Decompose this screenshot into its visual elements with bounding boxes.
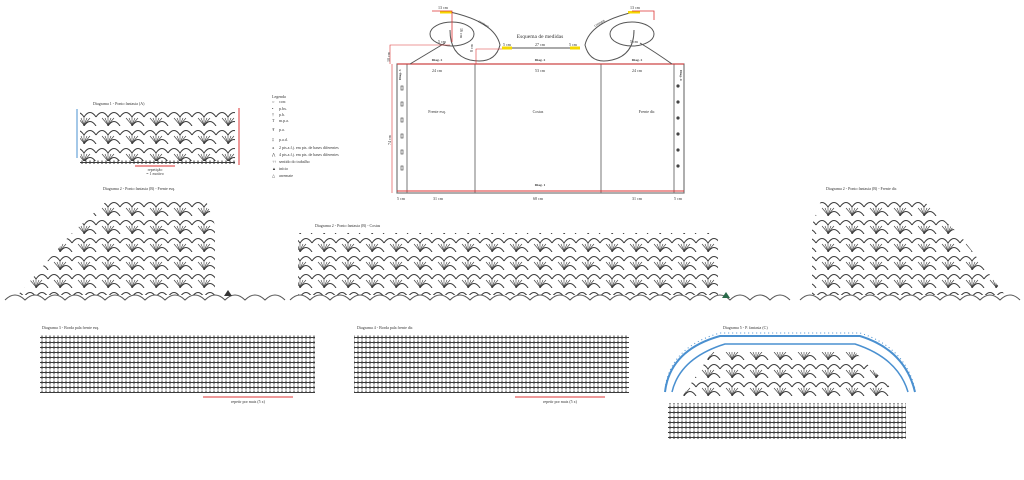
label-band-right: 5 cm <box>674 196 683 201</box>
diagram-1-title: Diagrama 1 - Ponto fantasia (A) <box>93 101 145 106</box>
diagram-4: Diagrama 4 - Borda pala frente dir. repe… <box>354 325 629 404</box>
start-icon <box>224 290 232 296</box>
label-height: 74 cm <box>387 134 392 145</box>
label-sleeve: 8 cm <box>469 43 474 52</box>
label-bottom-mid: 68 cm <box>533 196 544 201</box>
legend-item-label: corr. <box>279 99 286 104</box>
diagram-1-repeat-sub: = 1 motivo <box>146 171 164 176</box>
panel-back: Costas <box>533 109 544 114</box>
measurement-schematic: Esquema de medidas 13 cm 13 cm 5 cm 27 c… <box>386 5 685 201</box>
diagram-2-back: Diagrama 2 - Ponto fantasia (B) - Costas <box>289 223 791 301</box>
diagram-2-front-left: Diagrama 2 - Ponto fantasia (B) - Frente… <box>4 186 286 301</box>
legend-symbol-icon: ▲ <box>272 166 276 171</box>
diagram-4-title: Diagrama 4 - Borda pala frente dir. <box>357 325 413 330</box>
label-shoulder-right: 13 cm <box>630 5 641 10</box>
tag-diag-band-left: Diag. 3 <box>398 69 402 80</box>
buttonhole-icons <box>400 85 404 171</box>
button-icons <box>676 84 680 168</box>
legend-symbol-icon: T <box>272 118 275 123</box>
label-yoke: 10 cm <box>386 51 391 62</box>
legend-symbol-icon: † <box>272 112 274 117</box>
label-neck-width: 27 cm <box>535 42 546 47</box>
legend-item-label: p.bx. <box>279 106 287 111</box>
legend-item-label: p.a. <box>279 127 285 132</box>
legend-item-label: início <box>279 166 288 171</box>
tag-diag-left: Diag. 2 <box>432 58 443 62</box>
label-top-right: 24 cm <box>632 68 643 73</box>
legend-item-label: p.a.d. <box>279 137 288 142</box>
diagram-5-title: Diagrama 5 - P. fantasia (C) <box>723 325 768 330</box>
label-armhole: 16 cm <box>459 28 464 39</box>
tag-diag-right: Diag. 2 <box>632 58 643 62</box>
schematic-title: Esquema de medidas <box>517 34 563 40</box>
label-bottom-right: 31 cm <box>632 196 643 201</box>
legend-item-label: m.p.a. <box>279 118 289 123</box>
diagram-2-front-right: Diagrama 2 - Ponto fantasia (B) - Frente… <box>799 186 1021 301</box>
label-neck-right: 5 cm <box>569 42 578 47</box>
label-bottom-left: 31 cm <box>433 196 444 201</box>
diagram-2-back-title: Diagrama 2 - Ponto fantasia (B) - Costas <box>315 223 381 228</box>
legend-symbol-icon: ⋀ <box>271 152 276 157</box>
label-seam-right: costura <box>593 18 606 28</box>
tag-diag-bottom: Diag. 1 <box>535 183 546 187</box>
legend-item-label: 2 pts.a.f.j. em pts. de bases diferentes <box>279 145 339 150</box>
diagram-2-left-title: Diagrama 2 - Ponto fantasia (B) - Frente… <box>103 186 175 191</box>
label-shoulder-left: 13 cm <box>438 5 449 10</box>
legend-symbol-icon: Ŧ <box>272 127 275 132</box>
label-left-5cm: 5 cm <box>438 39 447 44</box>
legend-symbol-icon: • <box>272 106 274 111</box>
panel-front-right: Frente dir. <box>639 109 655 114</box>
legend-item-label: 4 pts.a.f.j. em pts. de bases diferentes <box>279 152 339 157</box>
tag-diag-band-right: Diag. 4 <box>679 70 683 81</box>
legend-symbol-icon: △ <box>272 173 276 178</box>
legend-symbol-icon: ○ <box>272 99 275 104</box>
label-band-left: 5 cm <box>397 196 406 201</box>
legend-item-label: p.b. <box>279 112 285 117</box>
legend-item-label: sentido do trabalho <box>279 159 310 164</box>
start-icon <box>722 292 730 298</box>
label-top-left: 24 cm <box>432 68 443 73</box>
diagram-2-right-title: Diagrama 2 - Ponto fantasia (B) - Frente… <box>826 186 897 191</box>
diagram-4-repeat: repetir por mais (5 x) <box>543 399 578 404</box>
diagram-3-title: Diagrama 3 - Borda pala frente esq. <box>42 325 99 330</box>
legend-title: Legenda <box>272 94 286 99</box>
label-seam-left: costura <box>478 19 491 29</box>
label-right-5cm: 5 cm <box>630 39 639 44</box>
panel-front-left: Frente esq. <box>428 109 446 114</box>
diagram-1: Diagrama 1 - Ponto fantasia (A) repetiçã… <box>76 101 240 176</box>
tag-diag-mid: Diag. 2 <box>535 58 546 62</box>
label-top-mid: 53 cm <box>535 68 546 73</box>
legend-item-label: arremate <box>279 173 293 178</box>
legend-symbol-icon: ↑↑ <box>272 159 276 164</box>
diagram-3: Diagrama 3 - Borda pala frente esq. repe… <box>40 325 315 404</box>
diagram-3-repeat: repetir por mais (5 x) <box>231 399 266 404</box>
diagram-5: Diagrama 5 - P. fantasia (C) <box>664 325 916 439</box>
legend-symbol-icon: ‡ <box>272 137 274 142</box>
legend-symbol-icon: ⩚ <box>272 145 275 150</box>
label-neck-left: 5 cm <box>503 42 512 47</box>
diagram-1-repeat: repetição <box>148 167 163 172</box>
